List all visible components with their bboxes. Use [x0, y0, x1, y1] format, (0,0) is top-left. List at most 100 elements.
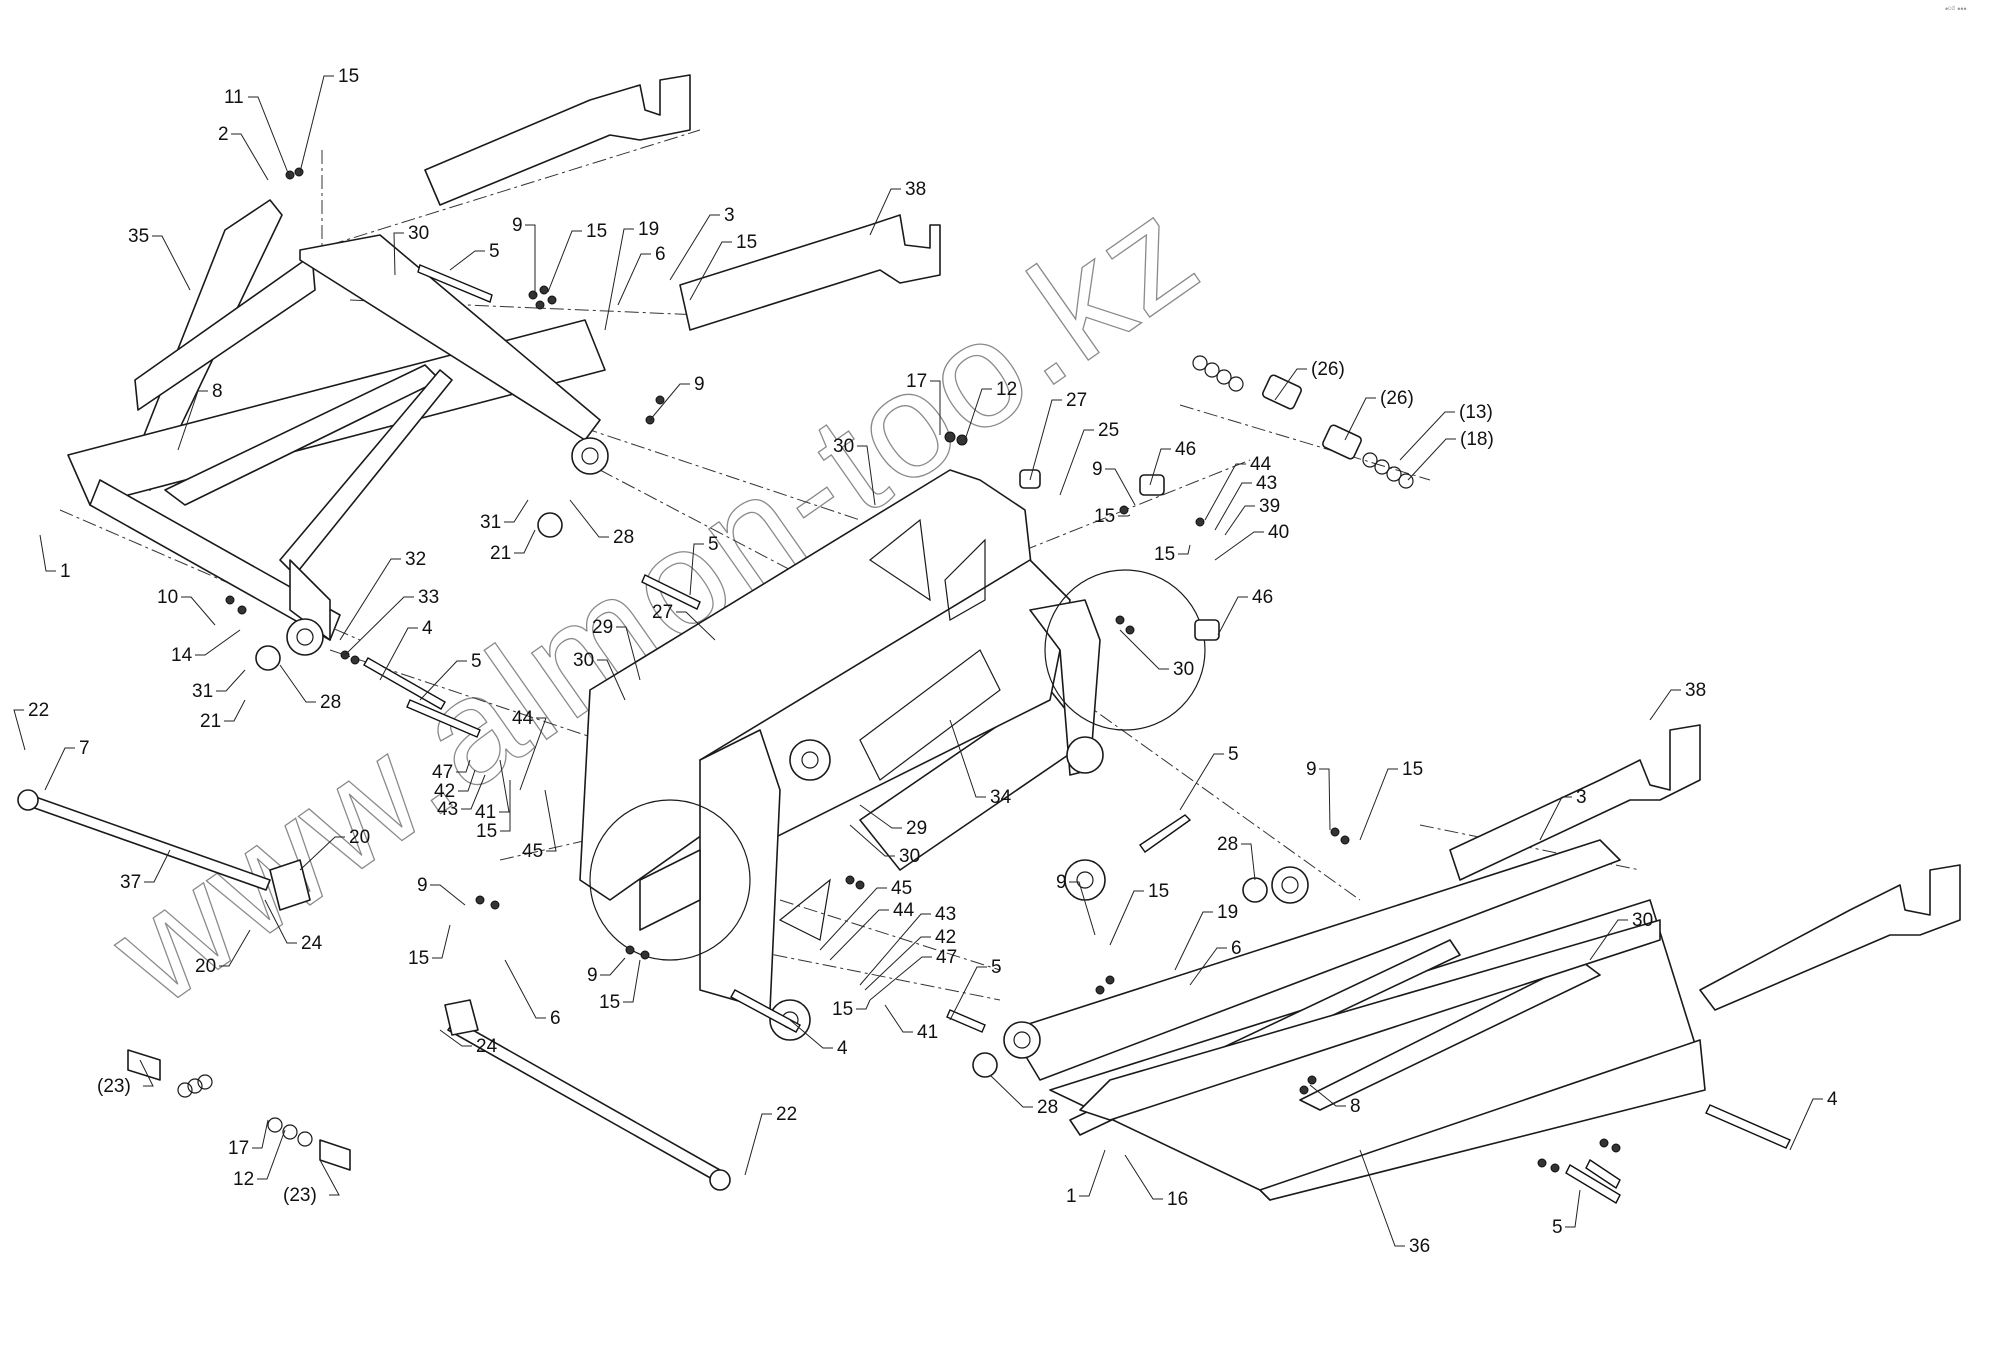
callout-45a: 45 — [522, 789, 557, 862]
callout-label: 6 — [655, 244, 666, 265]
callout-label: 19 — [1217, 902, 1238, 923]
callout-leader — [299, 75, 334, 173]
callout-23b: (23) — [283, 1159, 340, 1206]
callout-leader — [514, 529, 536, 554]
callout-label: 4 — [422, 618, 433, 639]
callout-43c: 43 — [859, 904, 956, 986]
callout-leader — [430, 884, 466, 906]
callout-label: 15 — [1148, 881, 1169, 902]
callout-leader — [1789, 1098, 1823, 1151]
callout-leader — [1217, 596, 1248, 636]
callout-leader — [1241, 843, 1256, 881]
callout-18: (18) — [1407, 429, 1494, 481]
left-wing-frame — [67, 199, 609, 656]
callout-6b: 6 — [504, 959, 561, 1029]
callout-38b: 38 — [1649, 680, 1706, 721]
callout-leader — [1319, 768, 1331, 831]
callout-8b: 8 — [1309, 1084, 1361, 1117]
callout-leader — [432, 924, 451, 959]
callout-36: 36 — [1359, 1149, 1430, 1257]
callout-15j: 15 — [832, 999, 871, 1020]
callout-label: 5 — [991, 957, 1002, 978]
callout-label: 43 — [935, 904, 956, 925]
callout-leader — [819, 887, 887, 951]
callout-leader — [617, 253, 651, 306]
callout-leader — [231, 133, 269, 181]
callout-label: 35 — [128, 226, 149, 247]
callout-label: 15 — [476, 821, 497, 842]
callout-leader — [1539, 796, 1572, 841]
callout-label: 28 — [1037, 1097, 1058, 1118]
callout-label: 15 — [1402, 759, 1423, 780]
callout-4c: 4 — [1789, 1089, 1838, 1151]
callout-leader — [989, 1074, 1033, 1108]
callout-label: (23) — [283, 1185, 317, 1206]
callout-38a: 38 — [869, 179, 926, 236]
callout-26b: (26) — [1344, 388, 1414, 441]
callout-leader — [216, 669, 246, 692]
callout-leader — [597, 659, 626, 701]
callout-label: 22 — [28, 700, 49, 721]
callout-label: 45 — [891, 878, 912, 899]
callout-leader — [649, 383, 690, 421]
callout-9e: 9 — [417, 875, 466, 906]
callout-label: 30 — [1632, 910, 1653, 931]
bushings-rings — [177, 355, 1414, 1147]
callout-label: 4 — [1827, 1089, 1838, 1110]
callout-label: 2 — [218, 124, 229, 145]
callout-30d: 30 — [573, 650, 626, 701]
callout-label: 17 — [906, 371, 927, 392]
callout-label: (18) — [1460, 429, 1494, 450]
callout-leader — [616, 626, 641, 681]
callout-10: 10 — [157, 587, 216, 626]
callout-label: 6 — [550, 1008, 561, 1029]
callout-leader — [1105, 468, 1136, 506]
callout-leader — [864, 936, 931, 991]
callout-leader — [456, 759, 471, 773]
callout-16: 16 — [1124, 1154, 1188, 1210]
callout-leader — [676, 611, 716, 641]
callout-30c: 30 — [1119, 629, 1194, 680]
callout-label: 15 — [1094, 506, 1115, 527]
callout-label: 9 — [587, 965, 598, 986]
callout-1a: 1 — [39, 534, 71, 582]
bolts — [363, 264, 1791, 1204]
callout-label: 4 — [837, 1038, 848, 1059]
callout-leader — [1274, 368, 1307, 401]
callout-leader — [181, 596, 216, 626]
callout-leader — [319, 1159, 340, 1196]
callout-25: 25 — [1059, 420, 1119, 496]
callout-label: 42 — [935, 927, 956, 948]
callout-19a: 19 — [604, 219, 659, 331]
callout-label: 38 — [905, 179, 926, 200]
callout-label: 9 — [512, 215, 523, 236]
callout-6c: 6 — [1189, 938, 1242, 986]
callout-leader — [859, 913, 931, 986]
callout-5c: 5 — [689, 534, 719, 596]
callout-28c: 28 — [1217, 834, 1256, 881]
callout-15a: 15 — [299, 66, 359, 173]
callout-label: 1 — [60, 561, 71, 582]
callout-46b: 46 — [1217, 587, 1273, 636]
callout-2: 2 — [218, 124, 269, 181]
callout-leader — [1399, 411, 1455, 461]
callout-leader — [689, 543, 704, 596]
callout-leader — [1359, 1149, 1405, 1247]
callout-4a: 4 — [379, 618, 433, 681]
callout-label: 47 — [432, 762, 453, 783]
callout-13: (13) — [1399, 402, 1493, 461]
callout-leader — [1124, 1154, 1163, 1200]
callout-30e: 30 — [849, 824, 920, 867]
callout-9c: 9 — [1092, 459, 1136, 506]
callout-label: 25 — [1098, 420, 1119, 441]
callout-leader — [964, 388, 992, 441]
callout-leader — [393, 232, 404, 276]
callout-leader — [504, 499, 529, 523]
callout-15e: 15 — [1154, 544, 1191, 565]
callout-leader — [1189, 947, 1227, 986]
callout-label: 5 — [471, 651, 482, 672]
callout-leader — [419, 660, 467, 701]
callout-5d: 5 — [1179, 744, 1239, 811]
